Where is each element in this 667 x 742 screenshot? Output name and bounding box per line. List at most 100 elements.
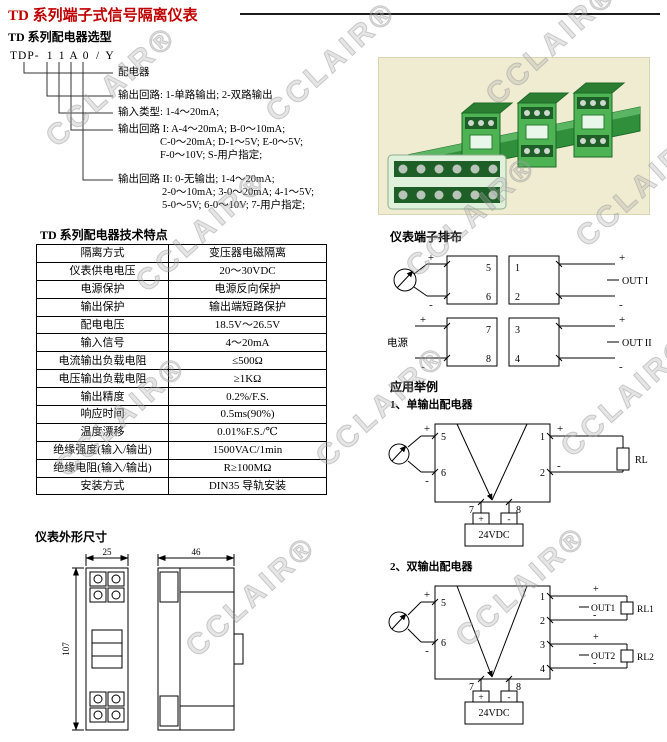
legend-output-ii-cont: 2-0～10mA; 3-0～20mA; 4-1～5V;	[162, 187, 315, 198]
plus-sign: +	[557, 423, 563, 435]
transmitter-symbol	[388, 611, 410, 633]
spec-value: 20～30VDC	[168, 261, 327, 281]
input-wires	[407, 435, 435, 473]
terminal-number: 1	[540, 592, 545, 603]
plus-sign: +	[424, 589, 430, 601]
product-photo	[378, 57, 650, 215]
spec-label: 配电电压	[36, 315, 169, 335]
legend-output-i-cont: C-0～20mA; D-1～5V; E-0～5V;	[160, 137, 304, 148]
spec-value: 0.2%/F.S.	[168, 387, 327, 407]
example1-title: 1、单输出配电器	[390, 399, 473, 411]
legend-output-ii-cont: 5-0～5V; 6-0～10V; 7-用户指定;	[162, 200, 306, 211]
out2-label: OUT2	[591, 652, 616, 662]
terminal-number: 1	[540, 432, 545, 443]
spec-label: 绝缘强度(输入/输出)	[36, 440, 169, 460]
minus-sign: -	[593, 610, 596, 621]
spec-label: 电压输出负载电阻	[36, 369, 169, 389]
spec-value: 4～20mA	[168, 333, 327, 353]
width-value: 25	[103, 547, 113, 557]
specs-heading: TD 系列配电器技术特点	[40, 228, 168, 242]
minus-sign: -	[429, 299, 433, 311]
applications-heading: 应用举例	[390, 380, 439, 394]
terminal-number: 4	[540, 664, 545, 675]
terminal-number: 5	[441, 432, 446, 443]
table-row: 绝缘强度(输入/输出)1500VAC/1min	[36, 440, 327, 460]
table-row: 隔离方式变压器电磁隔离	[36, 244, 327, 263]
tree-lines	[23, 62, 113, 181]
spec-label: 响应时间	[36, 405, 169, 424]
spec-value: 电源反向保护	[168, 279, 327, 299]
power-supply-box	[464, 701, 524, 725]
input-terminal-block	[446, 317, 498, 367]
model-code: TDP- 1 1 A 0 / Y	[10, 50, 116, 62]
spec-value: 变压器电磁隔离	[168, 244, 327, 263]
wires-input-ii	[415, 325, 447, 359]
dimensions-heading: 仪表外形尺寸	[35, 530, 108, 544]
spec-label: 安装方式	[36, 476, 169, 496]
plus-sign: +	[478, 693, 483, 703]
plus-sign: +	[428, 252, 434, 264]
terminal-number: 3	[515, 325, 520, 336]
model-digit: 1	[46, 50, 53, 62]
spec-label: 输出保护	[36, 297, 169, 317]
terminal-number: 8	[516, 505, 521, 516]
spec-label: 电流输出负载电阻	[36, 351, 169, 371]
example2-diagram: + - 5 6 1 2 3 4 + - OUT1 RL1	[388, 584, 654, 725]
supply-wires	[480, 502, 510, 513]
load1-circuit	[550, 595, 634, 621]
model-digit: /	[95, 50, 100, 62]
spec-label: 绝缘电阻(输入/输出)	[36, 458, 169, 478]
height-value: 107	[61, 642, 71, 656]
table-row: 电流输出负载电阻≤500Ω	[36, 351, 327, 371]
load1-label: RL1	[637, 605, 654, 615]
wires-output-ii	[559, 325, 619, 359]
load-circuit	[550, 435, 630, 473]
example1-diagram: + - 5 6 1 2 + - RL 7 8 + -	[388, 423, 648, 547]
table-row: 绝缘电阻(输入/输出)R≥100MΩ	[36, 458, 327, 478]
spec-value: DIN35 导轨安装	[168, 476, 327, 496]
legend-distributor: 配电器	[118, 67, 150, 78]
spec-label: 仪表供电电压	[36, 261, 169, 281]
selection-heading: TD 系列配电器选型	[8, 30, 112, 44]
spec-label: 电源保护	[36, 279, 169, 299]
spec-label: 温度漂移	[36, 422, 169, 442]
power-supply-box	[464, 523, 524, 547]
isolation-symbol	[456, 423, 528, 501]
model-prefix: TDP-	[10, 50, 40, 62]
isolator-body	[434, 423, 551, 503]
spec-value: 0.5ms(90%)	[168, 405, 327, 424]
plus-sign: +	[424, 423, 430, 435]
terminal-number: 7	[486, 325, 491, 336]
legend-input-type: 输入类型: 1-4～20mA;	[118, 107, 220, 118]
plus-sign: +	[619, 252, 625, 264]
out1-label: OUT1	[591, 604, 616, 614]
width-dimension	[85, 554, 129, 566]
module-flat	[387, 154, 507, 210]
plus-sign: +	[619, 314, 625, 326]
legend-output-ii: 输出回路 II: 0-无输出; 1-4～20mA;	[118, 174, 275, 185]
spec-value: R≥100MΩ	[168, 458, 327, 478]
terminal-layout-diagram: + - 5 6 1 2 + - OUT I 电源 + - 7 8	[387, 252, 652, 373]
terminal-number: 6	[486, 292, 491, 303]
minus-sign: -	[425, 475, 429, 487]
output-terminal-block	[508, 255, 560, 305]
terminal-number: 8	[516, 682, 521, 693]
legend-output-loops: 输出回路: 1-单路输出; 2-双路输出	[118, 90, 273, 101]
title-rule	[240, 13, 660, 15]
module-standing	[516, 92, 570, 168]
depth-dimension	[157, 554, 235, 566]
spec-label: 输入信号	[36, 333, 169, 353]
minus-sign: -	[593, 658, 596, 669]
spec-value: ≥1KΩ	[168, 369, 327, 389]
spec-value: 0.01%F.S./℃	[168, 422, 327, 442]
terminal-number: 7	[469, 505, 474, 516]
spec-value: ≤500Ω	[168, 351, 327, 371]
legend-output-i: 输出回路 I: A-4～20mA; B-0～10mA;	[118, 124, 286, 135]
input-wires	[407, 601, 435, 643]
input-terminal-block	[446, 255, 498, 305]
